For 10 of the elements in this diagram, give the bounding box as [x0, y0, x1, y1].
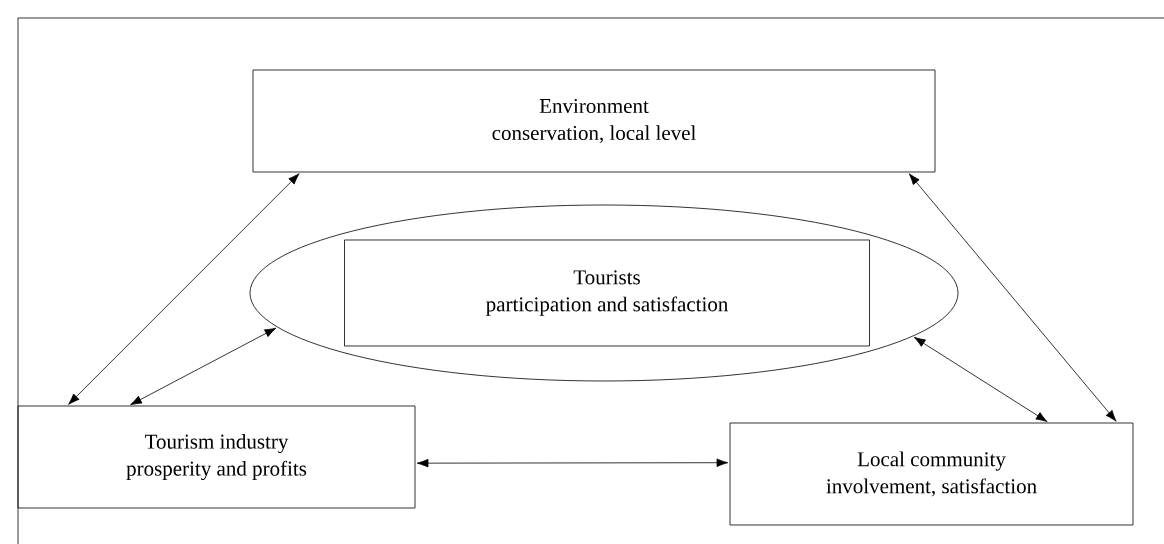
arrow	[68, 173, 300, 405]
text-box: Local community involvement, satisfaction	[729, 422, 1134, 526]
arrow	[416, 458, 729, 468]
text-box: Tourism industry prosperity and profits	[17, 405, 416, 509]
arrow	[913, 336, 1048, 423]
ellipse	[249, 204, 959, 382]
text-box: Environment conservation, local level	[252, 69, 936, 173]
arrow	[130, 327, 277, 406]
arrow	[908, 173, 1117, 422]
text-box: Tourists participation and satisfaction	[344, 239, 870, 347]
